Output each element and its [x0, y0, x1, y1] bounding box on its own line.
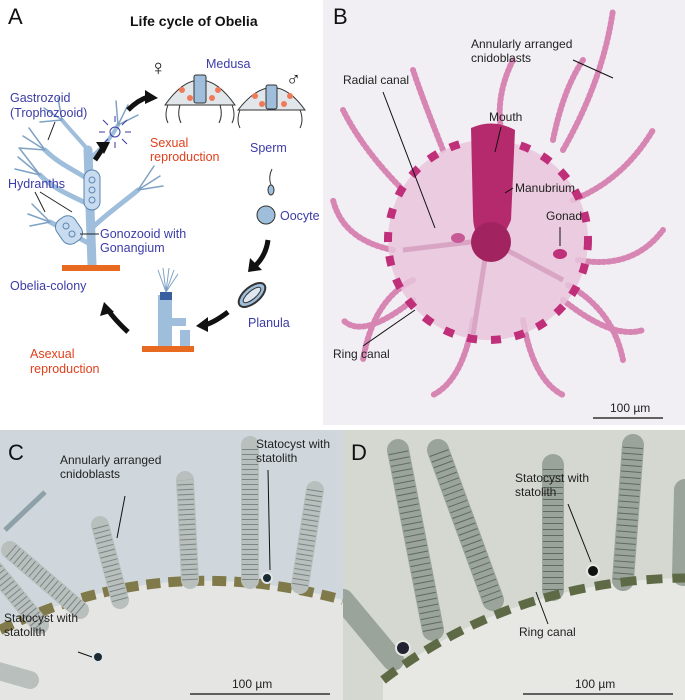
- young-polyp-illustration: [142, 267, 194, 352]
- mouth-region: [471, 222, 511, 262]
- cycle-arrow-5: [105, 308, 130, 334]
- cycle-arrowhead-2: [145, 90, 158, 104]
- cycle-arrow-4: [204, 310, 230, 328]
- arrow-hydranth-2: [39, 191, 73, 213]
- panel-d-micrograph: D Statocyst with statolith Ring canal 10…: [343, 430, 685, 700]
- label-obelia-colony: Obelia-colony: [10, 279, 87, 293]
- arrow-ring-canal: [535, 591, 549, 625]
- panel-c-letter: C: [8, 440, 24, 465]
- cycle-arrowhead-4: [196, 317, 208, 332]
- gonangium-shape: [54, 169, 101, 245]
- panel-a-life-cycle-diagram: A Life cycle of Obelia Gastrozoid (Troph…: [0, 0, 323, 425]
- label-cnidoblasts-line2: cnidoblasts: [471, 51, 531, 65]
- arrow-gastrozoid: [47, 121, 56, 141]
- label-sexual-line1: Sexual: [150, 136, 188, 150]
- debris-fragment: [3, 490, 47, 532]
- label-statocyst-top-line1: Statocyst with: [256, 437, 330, 451]
- panel-a-title: Life cycle of Obelia: [130, 13, 258, 29]
- statolith: [586, 564, 600, 578]
- medusa-ring-canal: [384, 136, 592, 344]
- label-statocyst-left-line2: statolith: [4, 625, 45, 639]
- panel-d-letter: D: [351, 440, 367, 465]
- arrow-manubrium: [504, 187, 514, 194]
- female-medusa-illustration: [164, 74, 236, 124]
- label-trophozooid: (Trophozooid): [10, 106, 87, 120]
- label-sperm: Sperm: [250, 141, 287, 155]
- label-manubrium: Manubrium: [515, 181, 575, 195]
- panel-c-micrograph: C Annularly arranged cnidoblasts Statocy…: [0, 430, 343, 700]
- label-cnidoblasts-line1: Annularly arranged: [471, 37, 572, 51]
- manubrium: [471, 123, 515, 248]
- female-symbol: ♀: [150, 55, 167, 80]
- planula-icon: [237, 282, 267, 308]
- colony-base: [62, 265, 120, 271]
- arrow-radial-canal: [382, 91, 436, 229]
- ring-canal-band: [380, 573, 685, 684]
- arrow-cnidoblasts: [116, 495, 126, 539]
- tentacle-annuli: [388, 444, 643, 632]
- scale-bar-label: 100 µm: [610, 401, 650, 415]
- arrow-statocyst-left: [77, 651, 93, 658]
- label-radial-canal: Radial canal: [343, 73, 409, 87]
- gonad-spot: [553, 249, 567, 259]
- label-statocyst-line2: statolith: [515, 485, 556, 499]
- label-gonozooid-line2: Gonangium: [100, 241, 165, 255]
- tentacle-annuli: [0, 445, 323, 631]
- label-ring-canal: Ring canal: [519, 625, 576, 639]
- arrow-ring-canal: [362, 309, 416, 347]
- arrow-cnidoblasts: [572, 59, 614, 79]
- arrow-mouth: [494, 126, 502, 153]
- label-statocyst-left-line1: Statocyst with: [4, 611, 78, 625]
- arrow-statocyst: [567, 503, 592, 563]
- marginal-bulbs: [0, 575, 343, 635]
- scale-bar-label: 100 µm: [232, 677, 272, 691]
- label-gastrozoid: Gastrozoid: [10, 91, 70, 105]
- sperm-icon: [267, 168, 275, 196]
- label-asexual-line2: reproduction: [30, 362, 100, 376]
- male-medusa-illustration: [236, 84, 306, 129]
- label-statocyst-line1: Statocyst with: [515, 471, 589, 485]
- label-medusa: Medusa: [206, 57, 251, 71]
- male-symbol: ♂: [286, 69, 301, 91]
- label-hydranths: Hydranths: [8, 177, 65, 191]
- scale-bar-label: 100 µm: [575, 677, 615, 691]
- cycle-arrowhead-3: [248, 258, 262, 272]
- label-planula: Planula: [248, 316, 290, 330]
- young-medusa-icon: [99, 116, 131, 148]
- label-mouth: Mouth: [489, 110, 522, 124]
- cycle-arrowhead-1: [96, 142, 110, 154]
- label-sexual-line2: reproduction: [150, 150, 220, 164]
- label-gonad: Gonad: [546, 209, 582, 223]
- umbrella-margin: [383, 578, 685, 700]
- statolith-top: [261, 572, 273, 584]
- statolith-left: [92, 651, 104, 663]
- panel-a-letter: A: [8, 4, 23, 29]
- label-oocyte: Oocyte: [280, 209, 320, 223]
- label-gonozooid-line1: Gonozooid with: [100, 227, 186, 241]
- gonad-spot-2: [451, 233, 465, 243]
- arrow-statocyst-top: [267, 469, 271, 571]
- oocyte-icon: [256, 205, 276, 225]
- panel-b-letter: B: [333, 4, 348, 29]
- label-ring-canal: Ring canal: [333, 347, 390, 361]
- label-cnidoblasts-line2: cnidoblasts: [60, 467, 120, 481]
- cycle-arrow-3: [254, 239, 271, 267]
- label-asexual-line1: Asexual: [30, 347, 74, 361]
- arrow-hydranth-1: [34, 191, 46, 213]
- label-statocyst-top-line2: statolith: [256, 451, 297, 465]
- umbrella-margin: [0, 580, 343, 700]
- label-cnidoblasts-line1: Annularly arranged: [60, 453, 161, 467]
- panel-b-medusa-micrograph: B Annularly arranged cnidoblasts Radial …: [323, 0, 685, 425]
- statolith-lower: [395, 640, 411, 656]
- cycle-arrowhead-5: [100, 302, 114, 316]
